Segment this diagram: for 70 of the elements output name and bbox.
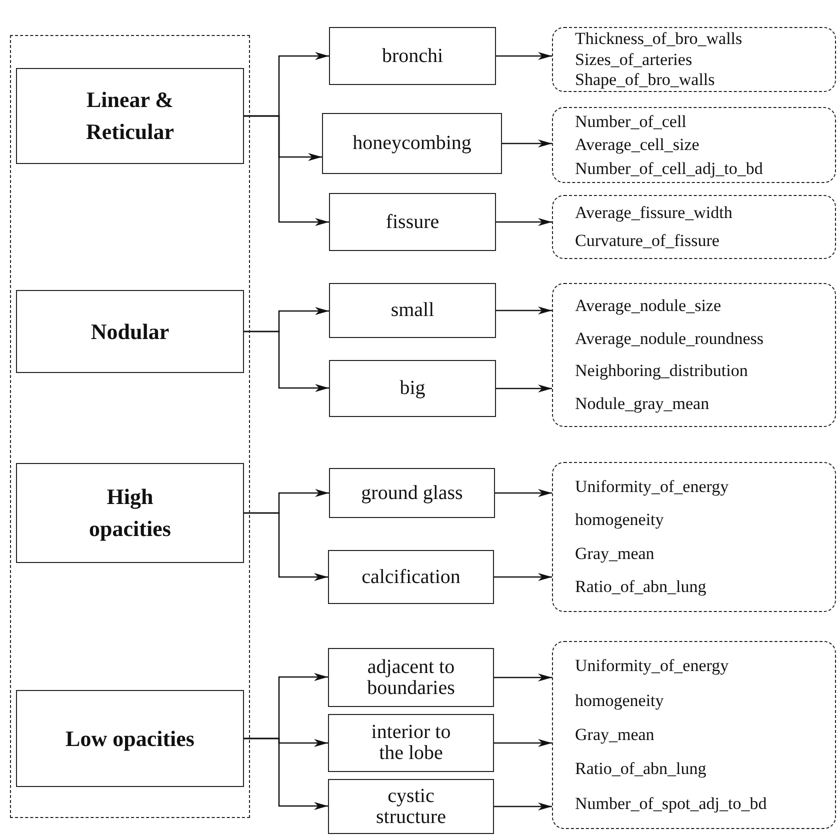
subtype-label: bronchi xyxy=(382,46,444,66)
arrow xyxy=(244,738,328,810)
subtype-label: honeycombing xyxy=(352,133,472,154)
subtype-label: ground glass xyxy=(361,482,463,504)
subtype-box xyxy=(328,550,494,604)
subtype-box xyxy=(328,779,494,834)
category-box xyxy=(16,690,244,787)
arrow xyxy=(502,140,552,148)
subtype-box xyxy=(329,193,496,251)
feature-list-box xyxy=(552,195,836,259)
feature-name: Average_nodule_size xyxy=(575,296,722,316)
feature-name: Shape_of_bro_walls xyxy=(575,70,715,90)
arrow xyxy=(494,573,552,581)
arrow xyxy=(496,218,552,226)
subtype-box xyxy=(329,283,496,338)
arrow xyxy=(494,674,552,682)
subtype-box xyxy=(329,468,495,518)
feature-name: Gray_mean xyxy=(575,544,654,564)
feature-name: Number_of_cell_adj_to_bd xyxy=(575,158,763,178)
subtype-label: small xyxy=(390,300,434,321)
feature-name: Nodule_gray_mean xyxy=(575,394,710,414)
arrow xyxy=(496,306,552,314)
arrow xyxy=(494,802,552,810)
feature-name: Ratio_of_abn_lung xyxy=(575,759,706,780)
subtype-label: calcification xyxy=(362,566,460,588)
feature-name: Number_of_spot_adj_to_bd xyxy=(575,794,767,814)
subtype-label: adjacent to boundaries xyxy=(366,656,456,698)
category-label: High opacities xyxy=(88,483,172,543)
feature-name: Average_nodule_roundness xyxy=(575,328,764,349)
category-label: Linear & Reticular xyxy=(85,86,175,146)
feature-list-box xyxy=(552,641,836,829)
arrow xyxy=(496,384,552,392)
feature-name: Average_cell_size xyxy=(575,135,700,155)
arrow xyxy=(495,489,552,497)
feature-list-box xyxy=(552,462,836,612)
feature-list-box xyxy=(552,27,836,92)
subtype-label: big xyxy=(400,378,426,399)
feature-name: Number_of_cell xyxy=(575,112,686,132)
subtype-label: fissure xyxy=(386,212,440,232)
subtype-label: interior to the lobe xyxy=(370,722,452,764)
subtype-box xyxy=(328,714,494,772)
arrow xyxy=(244,330,329,392)
group-frame xyxy=(10,35,250,818)
feature-name: Thickness_of_bro_walls xyxy=(575,28,742,49)
subtype-label: cystic structure xyxy=(375,786,447,828)
feature-name: homogeneity xyxy=(575,510,664,530)
feature-name: Sizes_of_arteries xyxy=(575,50,692,70)
feature-name: Curvature_of_fissure xyxy=(575,230,720,251)
feature-name: Uniformity_of_energy xyxy=(575,476,729,497)
feature-list-box xyxy=(552,283,836,427)
feature-list-box xyxy=(552,107,836,183)
category-box xyxy=(16,463,244,563)
feature-name: Neighboring_distribution xyxy=(575,361,748,382)
category-box xyxy=(16,68,244,164)
subtype-box xyxy=(328,648,494,707)
category-label: Nodular xyxy=(90,318,170,346)
arrow xyxy=(244,115,329,226)
subtype-box xyxy=(329,360,496,417)
subtype-box xyxy=(329,27,496,85)
feature-name: Uniformity_of_energy xyxy=(575,656,729,676)
category-label: Low opacities xyxy=(66,724,194,753)
feature-name: homogeneity xyxy=(575,690,664,711)
arrow xyxy=(244,512,328,581)
feature-name: Average_fissure_width xyxy=(575,203,732,224)
subtype-box xyxy=(322,113,502,174)
feature-name: Ratio_of_abn_lung xyxy=(575,577,706,598)
feature-name: Gray_mean xyxy=(575,724,654,745)
category-box xyxy=(16,290,244,373)
arrow xyxy=(494,739,552,747)
arrow xyxy=(496,52,552,60)
